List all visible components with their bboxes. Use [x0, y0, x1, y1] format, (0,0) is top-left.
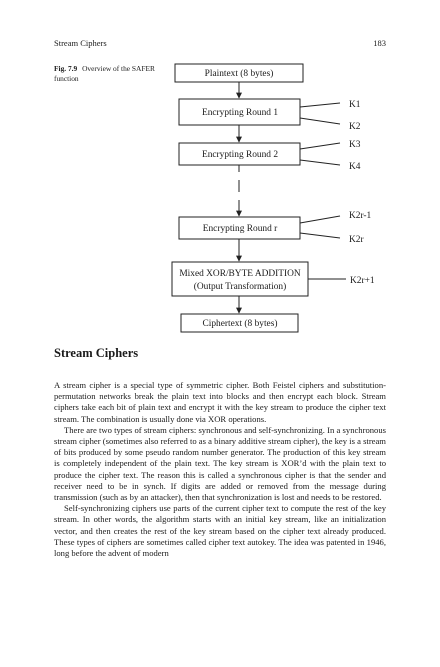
output-transformation-line2: (Output Transformation): [194, 281, 286, 292]
paragraph: There are two types of stream ciphers: s…: [54, 424, 386, 503]
ciphertext-box: [180, 313, 299, 333]
paragraph: A stream cipher is a special type of sym…: [54, 380, 386, 424]
output-transformation-line1: Mixed XOR/BYTE ADDITION: [179, 269, 301, 279]
round1-box: [178, 98, 301, 126]
round1-label: Encrypting Round 1: [202, 108, 278, 118]
k1-leader: [299, 102, 341, 108]
k2r-1-leader: [299, 215, 341, 224]
k2r+1-label: K2r+1: [350, 276, 375, 286]
k3-label: K3: [349, 140, 361, 150]
safer-diagram: Plaintext (8 bytes) Encrypting Round 1 K…: [171, 63, 375, 333]
round2-label: Encrypting Round 2: [202, 150, 278, 160]
plaintext-label: Plaintext (8 bytes): [205, 68, 274, 79]
page-number: 183: [373, 38, 386, 48]
k2-label: K2: [349, 122, 361, 132]
running-title: Stream Ciphers: [54, 38, 107, 48]
k1-label: K1: [349, 100, 361, 110]
figure-caption: Fig. 7.9 Overview of the SAFER function: [54, 64, 166, 84]
paragraph: Self-synchronizing ciphers use parts of …: [54, 503, 386, 559]
ciphertext-label: Ciphertext (8 bytes): [203, 318, 278, 329]
page-header: Stream Ciphers 183: [54, 38, 386, 52]
k4-label: K4: [349, 162, 361, 172]
section-heading: Stream Ciphers: [54, 346, 139, 360]
section-body: A stream cipher is a special type of sym…: [54, 380, 386, 559]
k3-leader: [299, 142, 341, 150]
k2-leader: [299, 117, 341, 125]
round-r-label: Encrypting Round r: [203, 224, 278, 234]
k2r-1-label: K2r-1: [349, 211, 372, 221]
k2r-leader: [299, 232, 341, 239]
figure-caption-text: Overview of the SAFER function: [54, 64, 155, 83]
k2r-label: K2r: [349, 235, 364, 245]
k4-leader: [299, 159, 341, 166]
figure-caption-label: Fig. 7.9: [54, 64, 78, 73]
